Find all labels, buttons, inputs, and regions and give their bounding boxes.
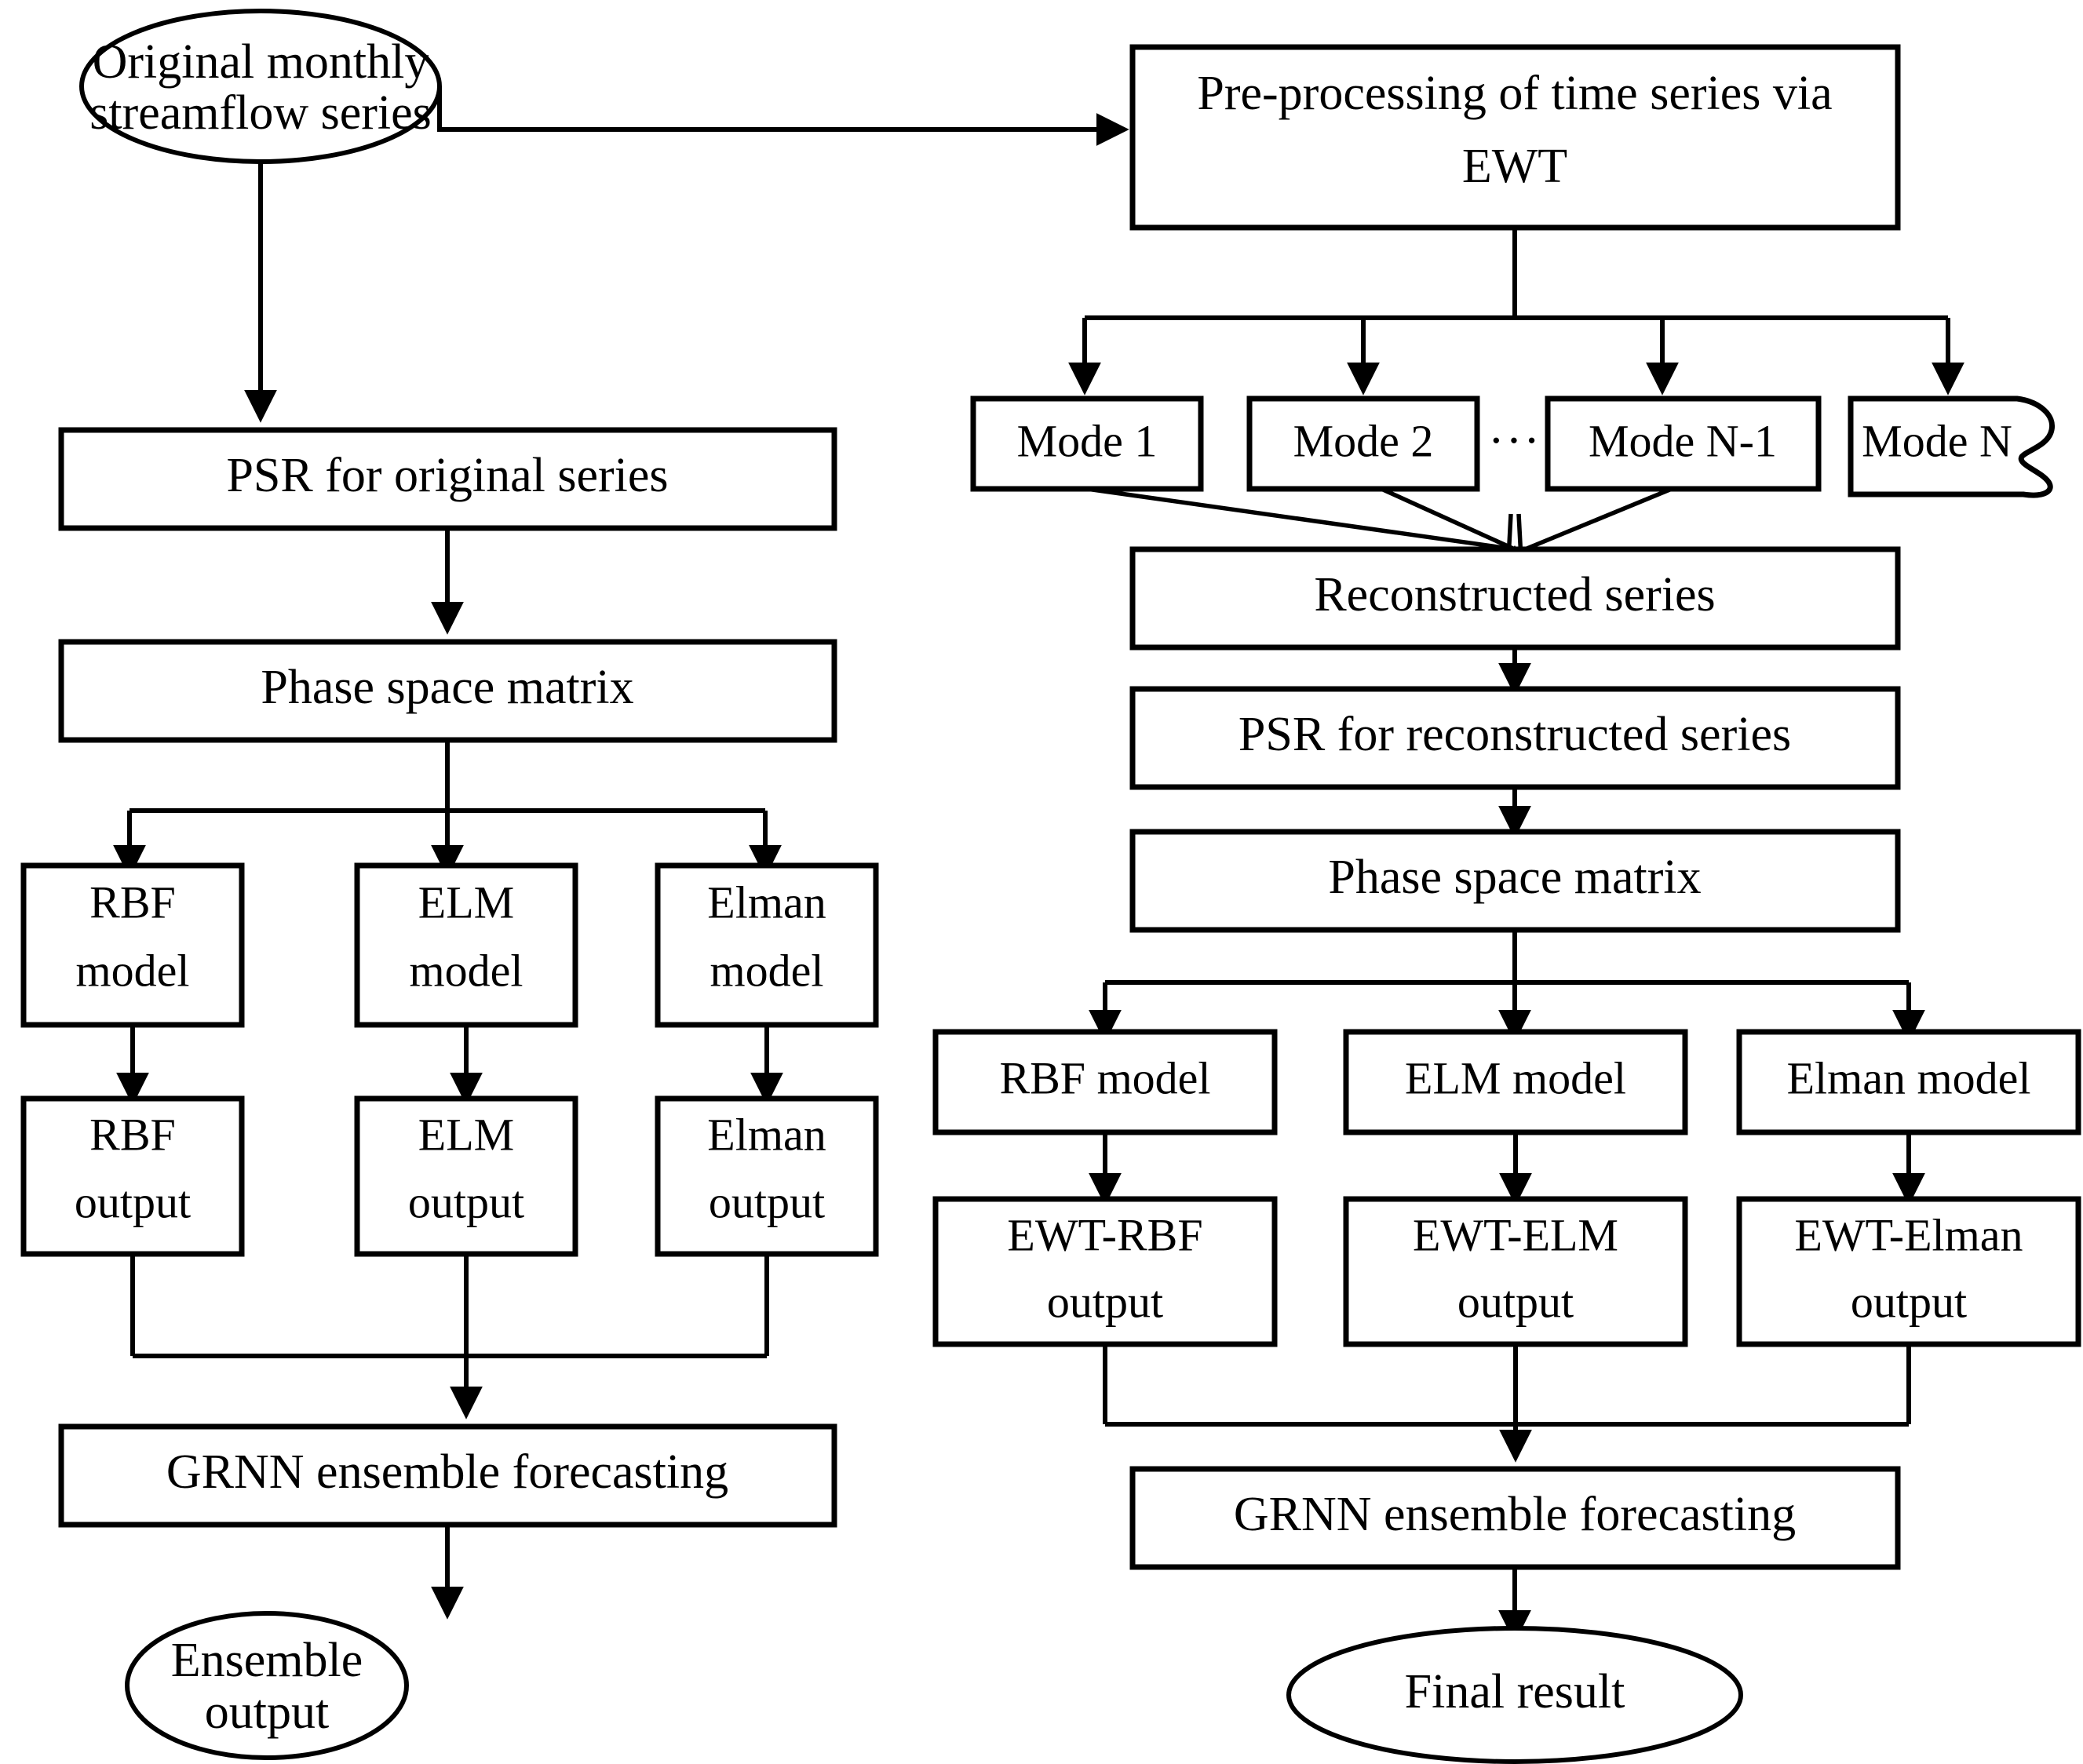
elman-model-left-label-line2: model — [710, 945, 824, 996]
ewt-elm-output-label-line1: EWT-ELM — [1413, 1209, 1618, 1260]
modes-ellipsis-label: ··· — [1488, 414, 1541, 468]
node-ewt-rbf-output[interactable]: EWT-RBF output — [932, 1196, 1278, 1347]
edge-mode1-to-reconstructed — [1086, 487, 1516, 552]
node-phase-space-left[interactable]: Phase space matrix — [58, 639, 837, 743]
node-ewt-elm-output[interactable]: EWT-ELM output — [1343, 1196, 1688, 1347]
ewt-elm-output-box — [1343, 1196, 1688, 1347]
rbf-model-right-label: RBF model — [999, 1052, 1210, 1103]
original-series-label-line1: Original monthly — [93, 35, 429, 89]
phase-space-right-label: Phase space matrix — [1328, 851, 1701, 904]
ewt-rbf-output-label-line1: EWT-RBF — [1007, 1209, 1202, 1260]
node-original-series[interactable]: Original monthly streamflow series — [79, 9, 442, 164]
node-grnn-left[interactable]: GRNN ensemble forecasting — [58, 1423, 837, 1528]
elman-output-left-label-line2: output — [709, 1176, 825, 1227]
elm-output-left-label-line1: ELM — [418, 1109, 514, 1160]
elman-model-right-box — [1736, 1029, 2081, 1135]
rbf-output-left-label-line1: RBF — [89, 1109, 176, 1160]
node-reconstructed-series[interactable]: Reconstructed series — [1129, 546, 1901, 651]
rbf-model-left-label-line1: RBF — [89, 877, 176, 928]
elm-model-right-label: ELM model — [1405, 1052, 1626, 1103]
mode-1-label: Mode 1 — [1017, 415, 1158, 466]
node-ensemble-output[interactable]: Ensemble output — [125, 1611, 409, 1760]
node-grnn-right[interactable]: GRNN ensemble forecasting — [1129, 1466, 1901, 1570]
final-result-label: Final result — [1405, 1665, 1625, 1718]
node-elm-output-left[interactable]: ELM output — [354, 1095, 578, 1257]
original-series-label-line2: streamflow series — [89, 86, 432, 140]
mode-2-box — [1246, 395, 1480, 492]
node-final-result[interactable]: Final result — [1286, 1626, 1743, 1764]
preprocessing-label-line2: EWT — [1462, 140, 1567, 193]
node-mode-n[interactable]: Mode N — [1848, 395, 2056, 498]
edge-mode2-to-reconstructed — [1380, 487, 1516, 552]
node-psr-reconstructed[interactable]: PSR for reconstructed series — [1129, 686, 1901, 790]
ensemble-output-label-line1: Ensemble — [171, 1634, 363, 1687]
node-elman-model-left[interactable]: Elman model — [655, 862, 879, 1028]
node-mode-n-1[interactable]: Mode N-1 — [1545, 395, 1822, 492]
psr-reconstructed-box — [1129, 686, 1901, 790]
mode-n-box — [1848, 395, 2056, 498]
elman-model-left-box — [655, 862, 879, 1028]
edge-mode-n-1-to-reconstructed — [1523, 487, 1673, 552]
node-elm-model-left[interactable]: ELM model — [354, 862, 578, 1028]
elm-model-left-box — [354, 862, 578, 1028]
node-elman-model-right[interactable]: Elman model — [1736, 1029, 2081, 1135]
reconstructed-series-box — [1129, 546, 1901, 651]
elm-output-left-label-line2: output — [408, 1176, 524, 1227]
elman-output-left-label-line1: Elman — [707, 1109, 826, 1160]
elm-model-left-label-line2: model — [410, 945, 523, 996]
final-result-ellipse — [1286, 1626, 1743, 1764]
ensemble-output-ellipse — [125, 1611, 409, 1760]
node-elm-model-right[interactable]: ELM model — [1343, 1029, 1688, 1135]
elm-model-right-box — [1343, 1029, 1688, 1135]
node-rbf-model-left[interactable]: RBF model — [20, 862, 245, 1028]
node-mode-2[interactable]: Mode 2 — [1246, 395, 1480, 492]
grnn-right-label: GRNN ensemble forecasting — [1234, 1488, 1796, 1541]
node-ewt-elman-output[interactable]: EWT-Elman output — [1736, 1196, 2081, 1347]
ensemble-output-label-line2: output — [205, 1686, 329, 1739]
rbf-output-left-label-line2: output — [75, 1176, 191, 1227]
ewt-rbf-output-label-line2: output — [1047, 1276, 1163, 1327]
psr-original-label: PSR for original series — [226, 449, 668, 502]
mode-n-1-box — [1545, 395, 1822, 492]
psr-reconstructed-label: PSR for reconstructed series — [1238, 708, 1791, 761]
preprocessing-label-line1: Pre-processing of time series via — [1197, 67, 1832, 120]
mode-n-1-label: Mode N-1 — [1589, 415, 1777, 466]
elman-model-left-label-line1: Elman — [707, 877, 826, 928]
reconstructed-series-label: Reconstructed series — [1314, 568, 1715, 621]
node-rbf-model-right[interactable]: RBF model — [932, 1029, 1278, 1135]
node-mode-1[interactable]: Mode 1 — [970, 395, 1204, 492]
edge-original-to-preprocessing — [437, 86, 1129, 146]
node-preprocessing[interactable]: Pre-processing of time series via EWT — [1129, 44, 1901, 231]
grnn-left-box — [58, 1423, 837, 1528]
node-psr-original[interactable]: PSR for original series — [58, 427, 837, 531]
phase-space-left-label: Phase space matrix — [261, 661, 633, 714]
phase-space-right-box — [1129, 829, 1901, 933]
elman-model-right-label: Elman model — [1787, 1052, 2031, 1103]
grnn-left-label: GRNN ensemble forecasting — [166, 1445, 728, 1499]
elman-output-left-box — [655, 1095, 879, 1257]
node-rbf-output-left[interactable]: RBF output — [20, 1095, 245, 1257]
psr-original-box — [58, 427, 837, 531]
ewt-elman-output-label-line2: output — [1851, 1276, 1967, 1327]
elm-output-left-box — [354, 1095, 578, 1257]
node-phase-space-right[interactable]: Phase space matrix — [1129, 829, 1901, 933]
rbf-model-left-label-line2: model — [76, 945, 190, 996]
node-elman-output-left[interactable]: Elman output — [655, 1095, 879, 1257]
rbf-model-right-box — [932, 1029, 1278, 1135]
elm-model-left-label-line1: ELM — [418, 877, 514, 928]
ewt-elm-output-label-line2: output — [1457, 1276, 1574, 1327]
mode-2-label: Mode 2 — [1293, 415, 1434, 466]
ewt-elman-output-label-line1: EWT-Elman — [1795, 1209, 2023, 1260]
mode-n-label: Mode N — [1862, 415, 2012, 466]
